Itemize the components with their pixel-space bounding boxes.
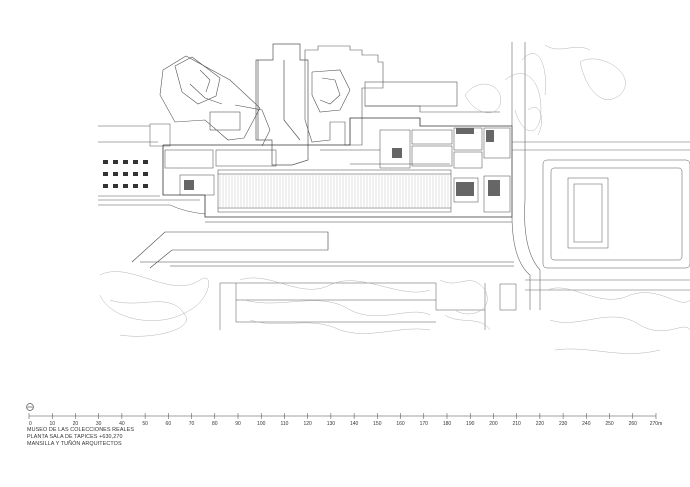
scale-bar-label: 100 <box>257 421 266 427</box>
scale-bar-label: 230 <box>559 421 568 427</box>
drawing-subtitle: PLANTA SALA DE TAPICES +630,270 <box>27 434 123 440</box>
palace-wing-right <box>304 45 500 146</box>
scale-bar-label: 50 <box>142 421 148 427</box>
left-courtyard-columns <box>103 160 148 188</box>
palace-tower-center <box>255 43 309 166</box>
lower-terrace <box>219 282 517 330</box>
left-courtyard-block <box>98 123 206 215</box>
drawing-title: MUSEO DE LAS COLECCIONES REALES <box>27 427 135 433</box>
street-edge <box>511 42 690 310</box>
lower-ramp <box>131 221 514 269</box>
drawing-title-block: MUSEO DE LAS COLECCIONES REALES PLANTA S… <box>27 427 134 448</box>
scale-bar-label: 200 <box>489 421 498 427</box>
plaza-square <box>542 159 690 269</box>
scale-bar-label: 90 <box>235 421 241 427</box>
scale-bar-label: 70 <box>189 421 195 427</box>
scale-bar-label: 210 <box>512 421 521 427</box>
scale-bar-label: 270m <box>650 421 663 427</box>
scale-bar-label: 180 <box>443 421 452 427</box>
garden-contours <box>99 44 690 354</box>
service-rooms <box>164 127 511 213</box>
tapestry-hall <box>217 169 452 213</box>
scale-bar-label: 170 <box>420 421 429 427</box>
scale-bar-label: 40 <box>119 421 125 427</box>
scale-bar-label: 240 <box>582 421 591 427</box>
stair-cores <box>184 128 500 196</box>
scale-bar-label: 0 <box>29 421 32 427</box>
scale-bar-label: 120 <box>303 421 312 427</box>
scale-bar-label: 20 <box>73 421 79 427</box>
scale-bar-label: 10 <box>49 421 55 427</box>
scale-bar-label: 130 <box>327 421 336 427</box>
scale-bar-label: 110 <box>280 421 288 427</box>
drawing-architects: MANSILLA Y TUÑÓN ARQUITECTOS <box>27 441 122 447</box>
scale-bar-label: 60 <box>166 421 172 427</box>
tapestry-hall-floor-hatch <box>219 175 449 207</box>
palace-wing-left <box>159 55 271 147</box>
scale-bar-label: 150 <box>373 421 382 427</box>
scale-bar: 0 10 20 30 40 50 60 70 80 90 100 110 120 130 140 150 160… <box>28 413 663 427</box>
scale-bar-label: 220 <box>536 421 545 427</box>
north-arrow-icon <box>26 403 34 411</box>
scale-bar-label: 260 <box>629 421 638 427</box>
scale-bar-label: 250 <box>605 421 614 427</box>
scale-bar-label: 160 <box>396 421 405 427</box>
scale-bar-label: 30 <box>96 421 102 427</box>
scale-bar-label: 190 <box>466 421 475 427</box>
scale-bar-label: 80 <box>212 421 218 427</box>
scale-bar-label: 140 <box>350 421 359 427</box>
